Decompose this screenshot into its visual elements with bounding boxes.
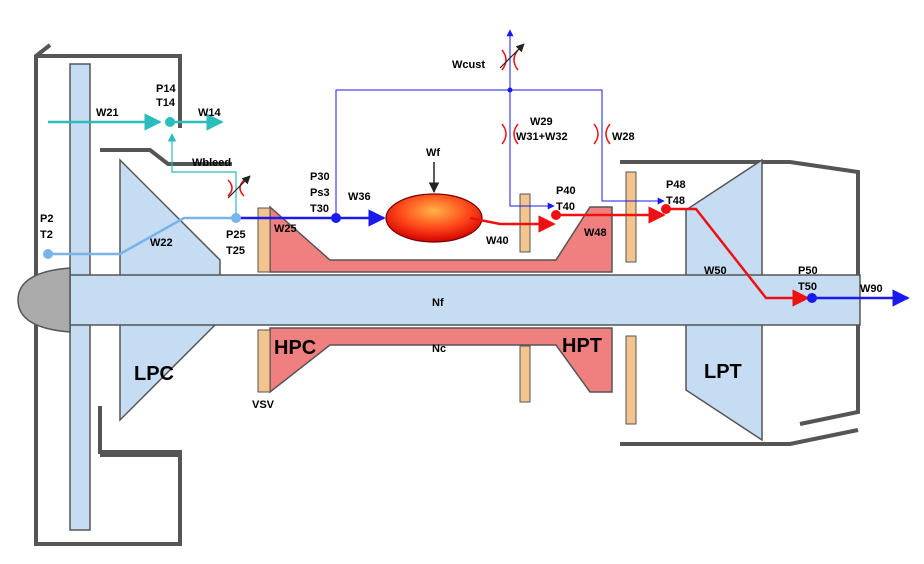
label-w48: W48 (584, 227, 607, 239)
combustor (385, 193, 483, 243)
label-w36: W36 (348, 191, 371, 203)
label-wcust: Wcust (452, 59, 485, 71)
label-t50: T50 (798, 281, 817, 293)
label-p14: P14 (156, 83, 176, 95)
label-w28: W28 (612, 131, 635, 143)
hpc-rotor-lower (269, 327, 613, 394)
bypass-duct-upper (100, 148, 232, 166)
label-w29: W29 (530, 116, 553, 128)
station-48-dot (661, 204, 671, 214)
label-t48: T48 (666, 195, 685, 207)
station-30-dot (331, 213, 341, 223)
label-nc: Nc (432, 343, 446, 355)
label-w21: W21 (96, 107, 119, 119)
secondary-air-w29 (509, 90, 555, 210)
label-ps3: Ps3 (310, 187, 330, 199)
label-p25: P25 (226, 229, 246, 241)
secondary-air-w28 (335, 89, 665, 218)
label-w50: W50 (704, 265, 727, 277)
flow-w40 (469, 215, 556, 233)
label-w31-w32: W31+W32 (516, 131, 568, 143)
label-hpt: HPT (562, 335, 602, 357)
label-p2: P2 (40, 213, 53, 225)
flow-wbleed (167, 133, 237, 218)
label-p30: P30 (310, 171, 330, 183)
nozzle-outer-upper (620, 160, 860, 426)
lpt-nozzle-upper (625, 171, 637, 263)
label-hpc: HPC (274, 337, 316, 359)
flow-w22 (48, 216, 236, 256)
label-w90: W90 (860, 283, 883, 295)
label-t2: T2 (40, 229, 53, 241)
label-t40: T40 (556, 201, 575, 213)
label-p40: P40 (556, 185, 576, 197)
bleed-valve-icon (227, 175, 251, 199)
secondary-air-junction (507, 87, 513, 93)
station-2-dot (43, 249, 53, 259)
label-t30: T30 (310, 203, 329, 215)
wcust-valve-icon (499, 43, 525, 71)
label-vsv: VSV (252, 399, 275, 411)
nozzle-outer-lower (620, 428, 859, 446)
station-40-dot (551, 210, 561, 220)
label-w22: W22 (150, 237, 173, 249)
label-w25: W25 (274, 223, 297, 235)
label-p50: P50 (798, 265, 818, 277)
label-p48: P48 (666, 179, 686, 191)
station-25-dot (231, 213, 241, 223)
label-nf: Nf (432, 297, 444, 309)
w28-valve-icon (593, 123, 611, 145)
station-50-dot (807, 293, 817, 303)
w29-valve-icon (501, 123, 519, 145)
lpt-nozzle-lower (625, 335, 637, 425)
label-wf: Wf (426, 147, 440, 159)
vsv-upper (257, 207, 271, 273)
outer-casing-top (36, 54, 182, 128)
spinner-cone (17, 267, 71, 333)
hpt-nozzle-lower (519, 345, 531, 403)
label-lpt: LPT (704, 361, 742, 383)
label-w40: W40 (486, 235, 509, 247)
label-t25: T25 (226, 245, 245, 257)
label-lpc: LPC (134, 363, 174, 385)
station-14-dot (165, 117, 175, 127)
hpc-rotor-upper (269, 205, 613, 273)
label-wbleed: Wbleed (192, 157, 231, 169)
low-spool-shaft (69, 274, 861, 326)
flow-w50 (666, 207, 810, 307)
label-w14: W14 (198, 107, 222, 119)
label-t14: T14 (156, 97, 176, 109)
vsv-lower (257, 329, 271, 393)
